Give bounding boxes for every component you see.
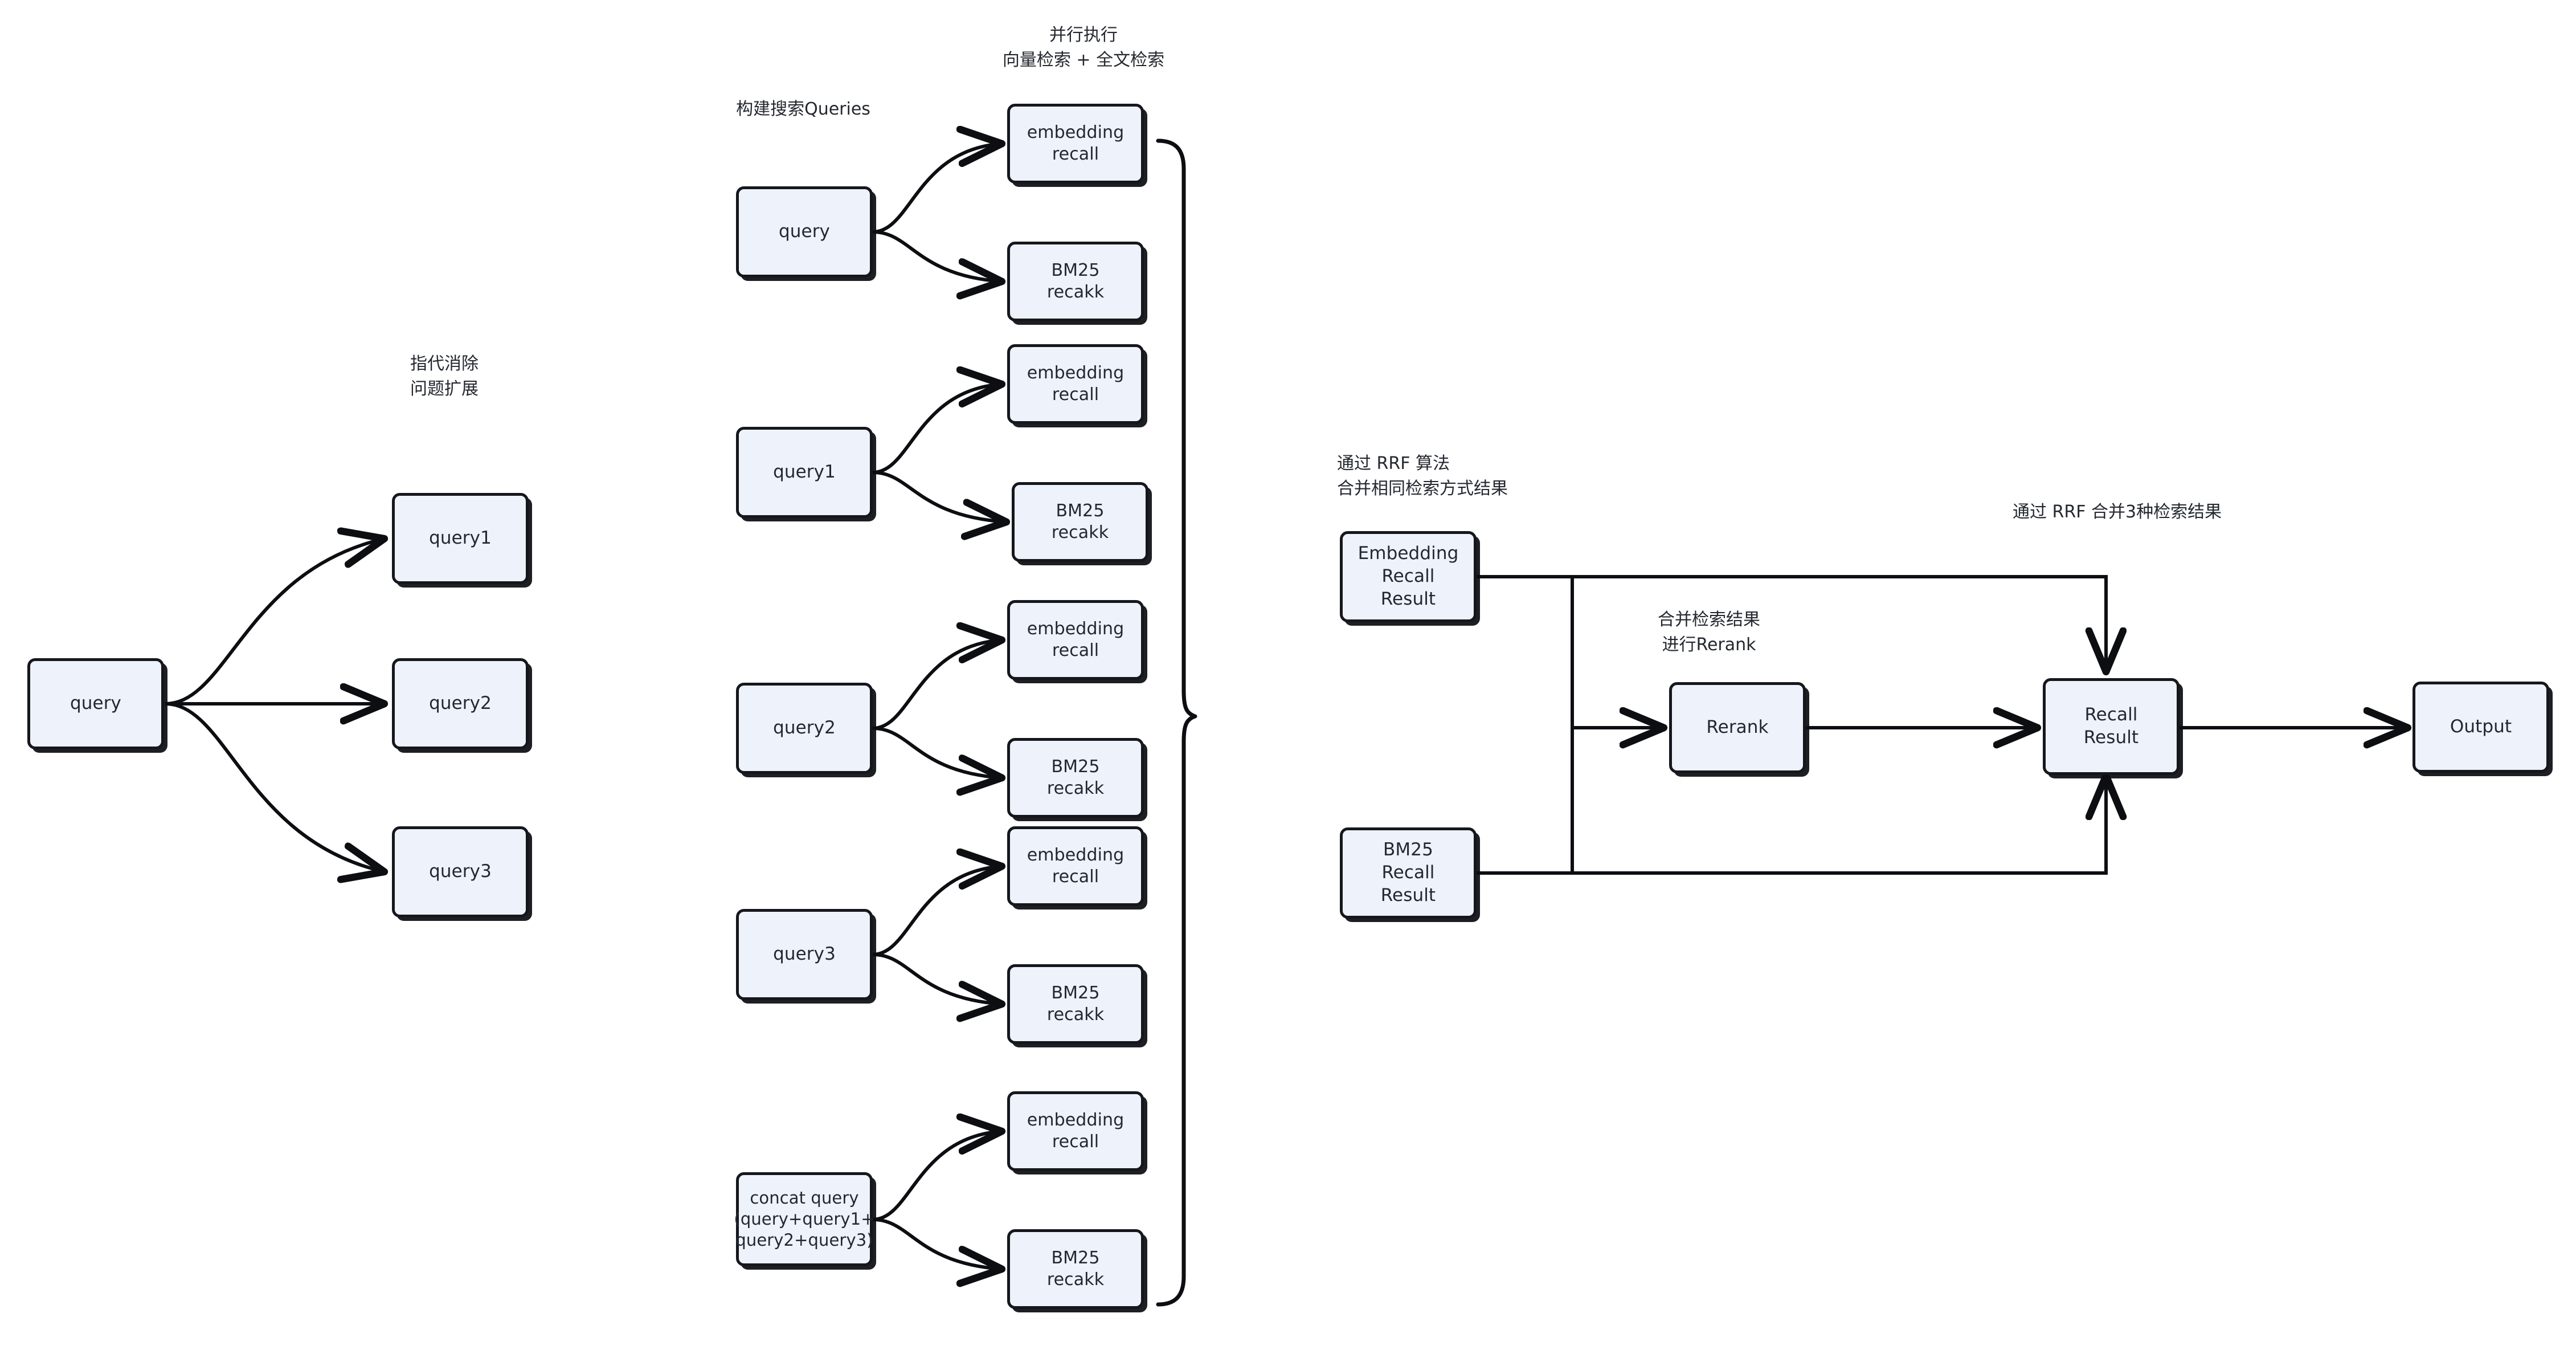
node-bm25-recall-5[interactable]: BM25 recakk bbox=[1007, 1229, 1144, 1309]
node-embedding-recall-result[interactable]: Embedding Recall Result bbox=[1340, 531, 1477, 622]
node-embedding-recall-2[interactable]: embedding recall bbox=[1007, 344, 1144, 424]
node-embedding-recall-5[interactable]: embedding recall bbox=[1007, 1091, 1144, 1171]
node-output[interactable]: Output bbox=[2413, 682, 2549, 773]
node-bm25-recall-3[interactable]: BM25 recakk bbox=[1007, 738, 1144, 818]
node-embedding-recall-1[interactable]: embedding recall bbox=[1007, 104, 1144, 183]
node-stage2-source-query1[interactable]: query1 bbox=[736, 427, 873, 518]
node-rerank[interactable]: Rerank bbox=[1669, 682, 1806, 773]
node-query2[interactable]: query2 bbox=[392, 658, 529, 749]
annotation-merge-rerank: 合并检索结果 进行Rerank bbox=[1658, 610, 1760, 655]
annotation-build-queries: 构建搜索Queries bbox=[736, 99, 870, 119]
node-bm25-recall-2[interactable]: BM25 recakk bbox=[1012, 482, 1148, 562]
edge-group-stage1 bbox=[165, 539, 385, 872]
annotation-parallel-exec: 并行执行 向量检索 + 全文检索 bbox=[1002, 25, 1165, 70]
annotation-query-rewrite: 指代消除 问题扩展 bbox=[410, 354, 479, 399]
node-bm25-recall-4[interactable]: BM25 recakk bbox=[1007, 964, 1144, 1044]
node-stage2-source-concat-query[interactable]: concat query (query+query1+ query2+query… bbox=[734, 1172, 875, 1266]
node-query3[interactable]: query3 bbox=[392, 826, 529, 917]
node-stage2-source-query[interactable]: query bbox=[736, 186, 873, 278]
node-embedding-recall-4[interactable]: embedding recall bbox=[1007, 826, 1144, 906]
annotation-rrf-same-method: 通过 RRF 算法 合并相同检索方式结果 bbox=[1337, 454, 1508, 499]
node-stage2-source-query3[interactable]: query3 bbox=[736, 909, 873, 1000]
node-recall-result[interactable]: Recall Result bbox=[2043, 678, 2180, 775]
node-query-root[interactable]: query bbox=[27, 658, 164, 749]
annotation-rrf-three: 通过 RRF 合并3种检索结果 bbox=[2013, 502, 2222, 522]
node-bm25-recall-result[interactable]: BM25 Recall Result bbox=[1340, 827, 1477, 919]
edge-group-stage2 bbox=[872, 144, 1007, 1269]
node-bm25-recall-1[interactable]: BM25 recakk bbox=[1007, 242, 1144, 321]
node-stage2-source-query2[interactable]: query2 bbox=[736, 683, 873, 774]
node-query1[interactable]: query1 bbox=[392, 493, 529, 584]
grouping-brace bbox=[1156, 138, 1197, 1307]
node-embedding-recall-3[interactable]: embedding recall bbox=[1007, 600, 1144, 680]
